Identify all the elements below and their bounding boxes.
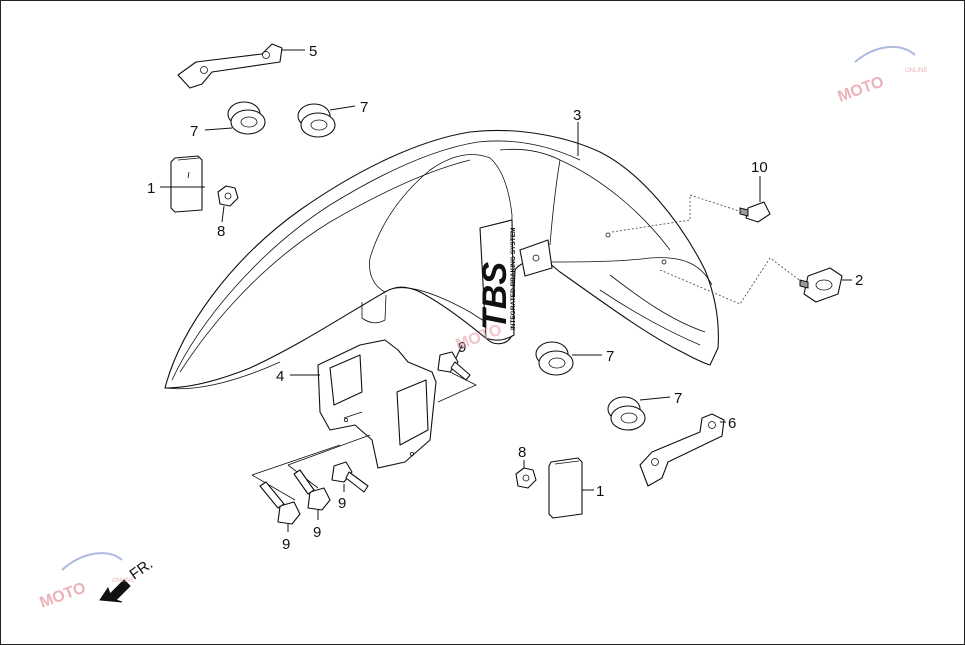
screw-part-10: 10 [739, 159, 771, 223]
grommet-part-7-c: 7 [535, 341, 614, 376]
watermark-bottom-left: MOTO ONLINE [38, 552, 134, 612]
svg-text:MOTO: MOTO [38, 579, 89, 611]
watermark-top-right: MOTO ONLINE [836, 45, 927, 106]
label-6: 6 [728, 415, 736, 432]
pad-part-1-a: 1 [147, 155, 205, 213]
label-4: 4 [276, 368, 284, 385]
bolt-part-9-a: 9 [437, 339, 471, 381]
bracket-part-6: 6 [639, 413, 736, 487]
fender-logo-subtitle: INTEGRATED BRAKING SYSTEM [510, 228, 517, 330]
bracket-part-5: 5 [177, 43, 317, 89]
svg-text:ONLINE: ONLINE [112, 578, 134, 584]
label-1a: 1 [147, 180, 155, 197]
clip-part-2: 2 [799, 267, 863, 303]
label-9d: 9 [282, 536, 290, 553]
label-1b: 1 [596, 483, 604, 500]
label-9a: 9 [458, 339, 466, 356]
label-7a: 7 [190, 123, 198, 140]
bolt-part-9-d: 9 [259, 481, 301, 553]
svg-text:ONLINE: ONLINE [905, 68, 927, 74]
front-arrow-icon [99, 579, 131, 603]
label-8a: 8 [217, 223, 225, 240]
label-9b: 9 [338, 495, 346, 512]
label-7b: 7 [360, 99, 368, 116]
svg-text:MOTO: MOTO [836, 73, 887, 105]
label-5: 5 [309, 43, 317, 60]
label-9c: 9 [313, 524, 321, 541]
grommet-part-7-a: 7 [190, 101, 266, 140]
label-10: 10 [751, 159, 768, 176]
grommet-part-7-b: 7 [297, 99, 368, 138]
label-3: 3 [573, 107, 581, 124]
bracket-part-4: 4 [276, 339, 437, 469]
front-fender: TBS INTEGRATED BRAKING SYSTEM [164, 129, 719, 390]
fender-logo: TBS [476, 262, 514, 330]
label-7c: 7 [606, 348, 614, 365]
nut-part-8-b: 8 [515, 444, 537, 489]
grommet-part-7-d: 7 [607, 390, 682, 431]
label-2: 2 [855, 272, 863, 289]
label-7d: 7 [674, 390, 682, 407]
bolt-part-9-b: 9 [331, 461, 369, 512]
label-8b: 8 [518, 444, 526, 461]
nut-part-8-a: 8 [217, 185, 239, 240]
bolt-part-9-c: 9 [293, 469, 331, 541]
pad-part-1-b: 1 [548, 457, 604, 519]
